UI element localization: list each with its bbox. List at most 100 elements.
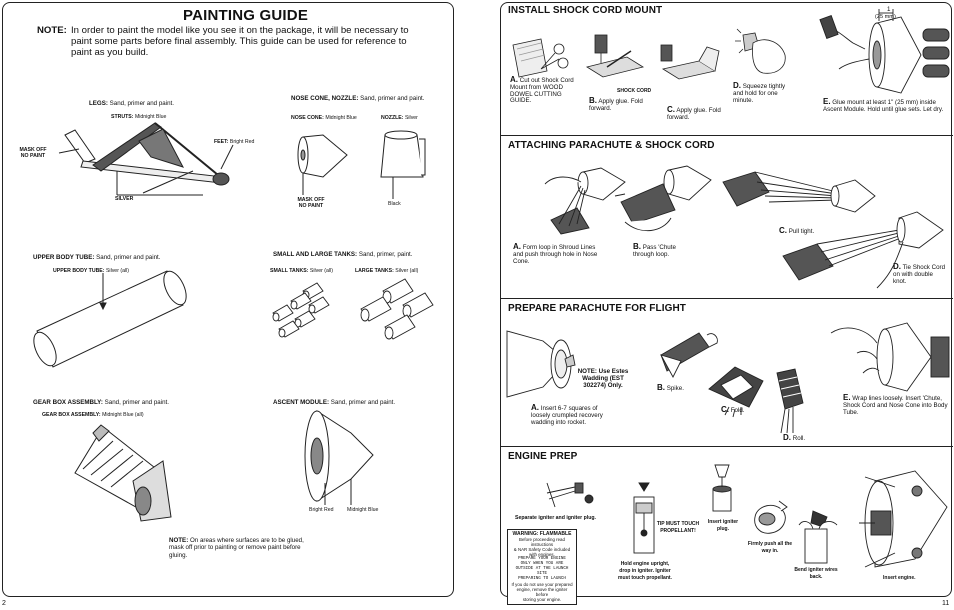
insert-plug-caption: Insert igniter plug. xyxy=(707,519,739,532)
warning-line-2: & NAR Safety Code included xyxy=(513,547,571,552)
install-b-letter: B. xyxy=(589,96,597,105)
nose-text: Sand, primer and paint. xyxy=(360,95,425,102)
upper-body-tube-illustration xyxy=(33,270,187,368)
bottom-note-text: On areas where surfaces are to be glued,… xyxy=(169,537,304,559)
feet-label: FEET: Bright Red xyxy=(214,139,254,145)
insert-chute-illustration xyxy=(830,322,950,392)
insert-engine-illustration xyxy=(859,470,948,568)
upper-tube-sub-color: Silver (all) xyxy=(105,268,130,274)
firmly-push-caption: Firmly push all the way in. xyxy=(747,541,793,554)
intro-note: NOTE:In order to paint the model like yo… xyxy=(37,25,427,59)
prepare-section-title: PREPARE PARACHUTE FOR FLIGHT xyxy=(508,303,686,314)
insert-engine-caption: Insert engine. xyxy=(883,575,916,581)
spike-illustration xyxy=(660,332,718,378)
install-a-letter: A. xyxy=(510,75,518,84)
install-e-letter: E. xyxy=(823,97,831,106)
gear-box-sub-head: GEAR BOX ASSEMBLY: xyxy=(42,412,101,418)
install-d-text: Squeeze tightly and hold for one minute. xyxy=(733,83,786,104)
install-c-text: Apply glue. Fold forward. xyxy=(667,107,721,121)
engine-section-title: ENGINE PREP xyxy=(508,451,578,462)
warning-mono-4: PREPARING TO LAUNCH xyxy=(518,577,566,581)
roll-illustration xyxy=(776,368,804,434)
warning-line-3: with engines. xyxy=(529,552,555,557)
install-d-letter: D. xyxy=(733,81,741,90)
upper-tube-sub-head: UPPER BODY TUBE: xyxy=(53,268,105,274)
nose-heading: NOSE CONE, NOZZLE: Sand, primer and pain… xyxy=(291,95,424,102)
prepare-c-letter: C. xyxy=(721,405,729,414)
nose-cone-label: NOSE CONE: Midnight Blue xyxy=(291,115,357,121)
attach-parachute-section: ATTACHING PARACHUTE & SHOCK CORD A. Form… xyxy=(501,136,953,299)
apply-glue-b-illustration xyxy=(585,34,645,78)
prepare-parachute-section: PREPARE PARACHUTE FOR FLIGHT NOTE: Use E… xyxy=(501,299,953,447)
install-e-text: Glue mount at least 1" (25 mm) inside As… xyxy=(823,99,944,113)
legs-text: Sand, primer and paint. xyxy=(109,100,174,107)
prepare-step-e: E. Wrap lines loosely. Insert 'Chute, Sh… xyxy=(843,394,949,416)
flammable-warning-box: WARNING: FLAMMABLE Before proceeding rea… xyxy=(507,529,577,605)
prepare-step-b: B. Spike. xyxy=(657,383,684,393)
attach-step-d: D. Tie Shock Cord on with double knot. xyxy=(893,262,947,285)
install-step-b: B. Apply glue. Fold forward. xyxy=(589,96,645,113)
warning-mono-1: PREPARE YOUR ENGINE xyxy=(518,557,566,561)
warning-footer-2: engine, remove the igniter before xyxy=(516,587,568,597)
nozzle-head: NOZZLE: xyxy=(381,115,404,121)
nose-cone-illustration xyxy=(297,134,348,195)
right-page-number: 11 xyxy=(942,600,950,607)
prepare-step-c: C. Fold. xyxy=(721,405,745,415)
dimension-1: 1 xyxy=(887,6,891,13)
bottom-note-label: NOTE: xyxy=(169,537,189,544)
prepare-e-text: Wrap lines loosely. Insert 'Chute, Shock… xyxy=(843,395,948,416)
feet-color: Bright Red xyxy=(229,139,255,145)
attach-a-letter: A. xyxy=(513,242,521,251)
nose-head: NOSE CONE, NOZZLE: xyxy=(291,95,359,102)
hold-engine-caption: Hold engine upright, drop in igniter. Ig… xyxy=(618,561,672,581)
warning-footer-1: If you do not use your prepared xyxy=(511,582,573,587)
assembly-instructions-page: INSTALL SHOCK CORD MOUNT A. Cut out Shoc… xyxy=(500,2,953,605)
attach-a-text: Form loop in Shroud Lines and push throu… xyxy=(513,244,598,265)
install-step-a: A. Cut out Shock Cord Mount from WOOD DO… xyxy=(510,75,580,105)
install-section-title: INSTALL SHOCK CORD MOUNT xyxy=(508,5,663,16)
nose-mask-off-label: MASK OFF NO PAINT xyxy=(297,197,325,209)
prepare-d-text: Roll. xyxy=(792,435,806,442)
bottom-note: NOTE: On areas where surfaces are to be … xyxy=(169,537,319,559)
attach-c-letter: C. xyxy=(779,226,787,235)
warning-mono-3: OUTSIDE AT THE LAUNCH SITE xyxy=(515,567,569,576)
attach-step-a: A. Form loop in Shroud Lines and push th… xyxy=(513,242,599,265)
upper-tube-sub-label: UPPER BODY TUBE: Silver (all) xyxy=(53,268,129,274)
attach-c-text: Pull tight. xyxy=(788,228,815,235)
squeeze-hand-illustration xyxy=(735,28,786,74)
gear-box-sub-label: GEAR BOX ASSEMBLY: Midnight Blue (all) xyxy=(42,412,144,418)
ascent-heading: ASCENT MODULE: Sand, primer and paint. xyxy=(273,399,395,406)
tie-knot-illustration xyxy=(782,211,944,289)
warning-heading: WARNING: FLAMMABLE xyxy=(512,531,572,537)
prepare-b-text: Spike. xyxy=(666,385,684,392)
install-step-c: C. Apply glue. Fold forward. xyxy=(667,106,723,122)
feet-head: FEET: xyxy=(214,139,229,145)
intro-note-text: In order to paint the model like you see… xyxy=(71,25,409,59)
wadding-note: NOTE: Use Estes Wadding (EST 302274) Onl… xyxy=(577,368,629,389)
attach-d-letter: D. xyxy=(893,262,901,271)
small-tanks-color: Silver (all) xyxy=(309,268,333,274)
upper-tube-heading: UPPER BODY TUBE: Sand, primer and paint. xyxy=(33,254,161,261)
struts-head: STRUTS: xyxy=(111,114,134,120)
attach-section-title: ATTACHING PARACHUTE & SHOCK CORD xyxy=(508,140,715,151)
engine-upright-illustration xyxy=(633,482,655,554)
ascent-midnight-blue-label: Midnight Blue xyxy=(347,507,379,513)
prepare-b-letter: B. xyxy=(657,383,665,392)
apply-glue-c-illustration xyxy=(660,44,720,80)
shock-cord-label: SHOCK CORD xyxy=(617,88,652,94)
large-tanks-head: LARGE TANKS: xyxy=(355,268,394,274)
install-step-e: E. Glue mount at least 1" (25 mm) inside… xyxy=(823,97,949,114)
ascent-bright-red-label: Bright Red xyxy=(309,507,334,513)
form-loop-illustration xyxy=(544,167,626,235)
pass-chute-illustration xyxy=(614,165,712,232)
small-tanks-illustration xyxy=(272,282,330,338)
prepare-d-letter: D. xyxy=(783,433,791,442)
attach-step-c: C. Pull tight. xyxy=(779,226,815,236)
nozzle-black-label: Black xyxy=(388,201,401,207)
attach-step-b: B. Pass 'Chute through loop. xyxy=(633,243,697,259)
legs-mask-off-label: MASK OFF NO PAINT xyxy=(19,147,47,159)
gear-box-sub-color: Midnight Blue (all) xyxy=(102,412,144,418)
dimension-mm: (25 mm) xyxy=(875,14,896,20)
legs-heading: LEGS: Sand, primer and paint. xyxy=(89,100,174,107)
insert-plug-illustration xyxy=(712,464,732,512)
